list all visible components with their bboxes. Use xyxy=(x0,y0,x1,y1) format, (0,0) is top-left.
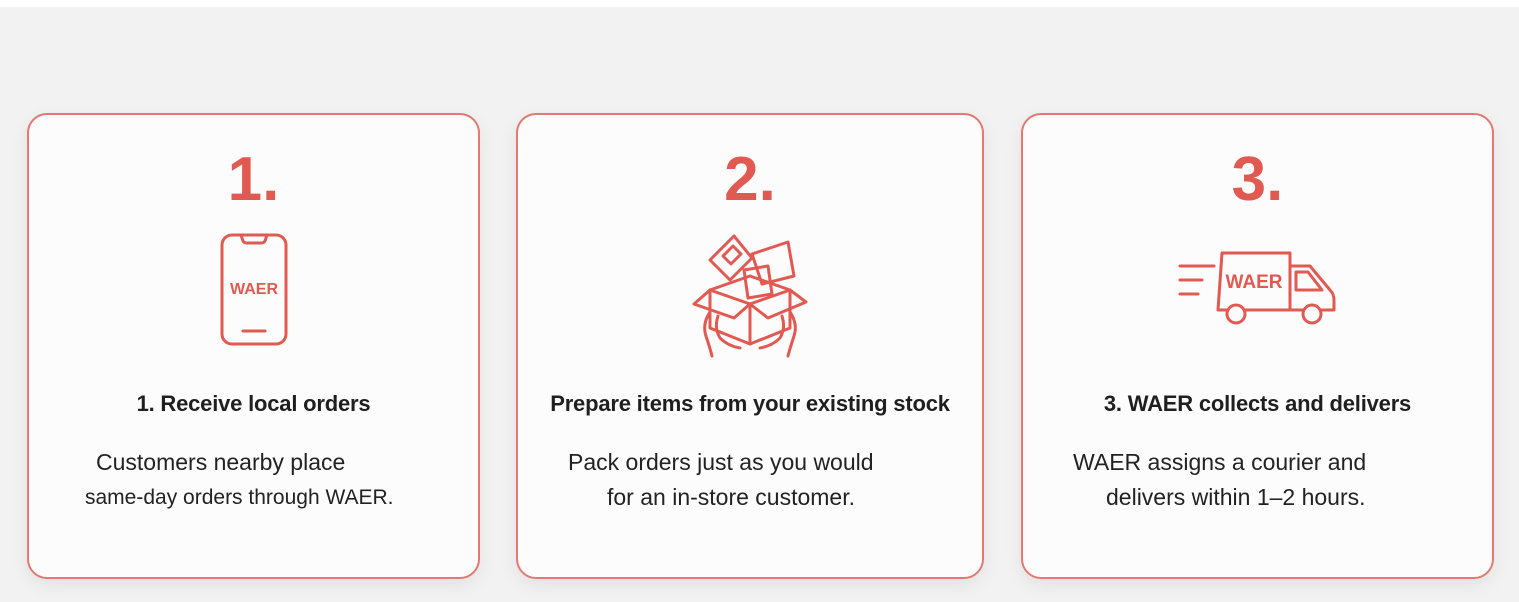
step-description: WAER assigns a courier and delivers with… xyxy=(1023,445,1492,515)
step-description-line-2: for an in-store customer. xyxy=(607,484,855,510)
step-description: Pack orders just as you would for an in-… xyxy=(518,445,982,515)
delivery-truck-icon: WAER xyxy=(1178,251,1335,325)
step-number: 1. xyxy=(227,145,280,214)
step-card-3: 3. WAER 3. WAER collects and delivers WA… xyxy=(1021,113,1494,579)
top-strip xyxy=(0,0,1519,7)
step-number: 3. xyxy=(1231,145,1284,214)
phone-icon-label: WAER xyxy=(230,281,278,298)
step-description-line-2: same-day orders through WAER. xyxy=(85,486,394,509)
step-title: 1. Receive local orders xyxy=(136,391,371,416)
phone-icon: WAER xyxy=(220,233,287,346)
step-title: Prepare items from your existing stock xyxy=(550,391,950,416)
step-description-line-1: WAER assigns a courier and xyxy=(1073,449,1367,475)
step-description-line-1: Pack orders just as you would xyxy=(568,449,874,475)
step-number: 2. xyxy=(724,145,776,214)
step-card-1: 1. WAER 1. Receive local orders Customer… xyxy=(27,113,480,579)
box-hands-icon xyxy=(692,234,808,358)
step-description-line-2: delivers within 1–2 hours. xyxy=(1106,484,1366,510)
truck-icon-label: WAER xyxy=(1225,272,1282,293)
step-description-line-1: Customers nearby place xyxy=(96,449,346,475)
step-description: Customers nearby place same-day orders t… xyxy=(29,445,478,515)
step-title: 3. WAER collects and delivers xyxy=(1103,391,1412,416)
step-card-2: 2. Prepare items from your existing stoc… xyxy=(516,113,984,579)
